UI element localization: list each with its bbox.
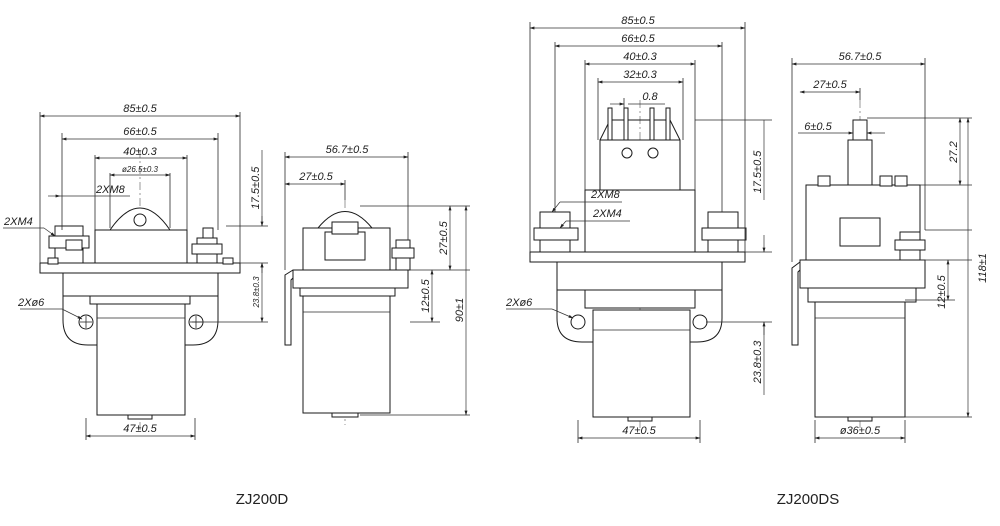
side-dim-27h: 27±0.5 [438, 220, 450, 255]
side-dim-12: 12±0.5 [420, 278, 432, 312]
dim-26: ø26.5±0.3 [122, 165, 159, 174]
model-label-zj200ds: ZJ200DS [777, 491, 840, 508]
ds-dim-66: 66±0.5 [621, 33, 655, 45]
thread-m8: 2XM8 [95, 184, 126, 196]
ds-side-dim-272: 27.2 [948, 141, 960, 163]
zj200d-front-view: 85±0.5 66±0.5 40±0.3 ø26.5±0.3 2XM8 2XM4… [3, 103, 268, 440]
side-dim-56: 56.7±0.5 [326, 144, 370, 156]
ds-dim-08: 0.8 [642, 91, 658, 103]
zj200d-side-view: 56.7±0.5 27±0.5 27±0.5 12±0.5 90±1 [284, 144, 470, 425]
ds-side-dim-118: 118±1 [977, 253, 989, 283]
hole-6: 2Xø6 [17, 297, 45, 309]
dim-47: 47±0.5 [123, 423, 157, 435]
ds-side-dim-12: 12±0.5 [936, 274, 948, 308]
ds-hole-6: 2Xø6 [505, 297, 533, 309]
ds-dim-17: 17.5±0.5 [752, 150, 764, 194]
ds-dim-40: 40±0.3 [623, 51, 657, 63]
zj200ds-front-view: 85±0.5 66±0.5 40±0.3 32±0.3 0.8 2XM8 2XM… [505, 15, 772, 443]
model-label-zj200d: ZJ200D [236, 491, 289, 508]
dim-40: 40±0.3 [123, 146, 157, 158]
side-dim-27w: 27±0.5 [298, 171, 333, 183]
ds-side-dim-56: 56.7±0.5 [839, 51, 883, 63]
ds-side-dim-6: 6±0.5 [804, 121, 832, 133]
ds-dim-23: 23.8±0.3 [752, 340, 764, 385]
ds-dim-85: 85±0.5 [621, 15, 655, 27]
ds-dim-32: 32±0.3 [623, 69, 657, 81]
dim-23: 23.8±0.3 [252, 276, 261, 309]
ds-thread-m4: 2XM4 [592, 208, 622, 220]
thread-m4: 2XM4 [3, 216, 33, 228]
zj200ds-side-view: 56.7±0.5 27±0.5 6±0.5 27.2 12±0.5 118±1 … [791, 51, 989, 443]
side-dim-90: 90±1 [454, 298, 466, 322]
dim-17: 17.5±0.5 [250, 166, 262, 210]
ds-side-dim-36: ø36±0.5 [840, 425, 881, 437]
ds-thread-m8: 2XM8 [590, 189, 621, 201]
ds-side-dim-27w: 27±0.5 [812, 79, 847, 91]
dim-85: 85±0.5 [123, 103, 157, 115]
dim-66: 66±0.5 [123, 126, 157, 138]
ds-dim-47: 47±0.5 [622, 425, 656, 437]
